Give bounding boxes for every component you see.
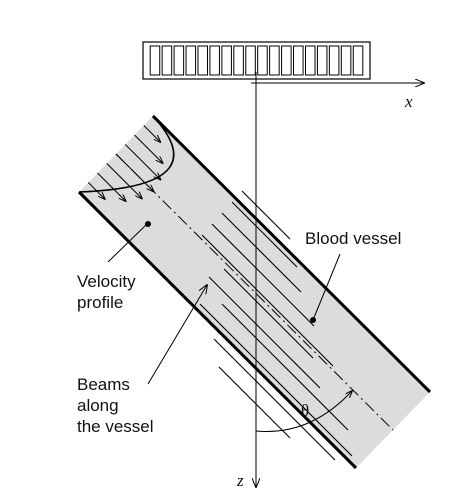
transducer-element bbox=[328, 45, 340, 76]
beam-line bbox=[218, 366, 291, 439]
transducer-element bbox=[340, 45, 352, 76]
beam-line bbox=[241, 190, 291, 240]
beams-label: Beams along the vessel bbox=[77, 375, 154, 436]
transducer-element bbox=[221, 45, 232, 76]
transducer-element bbox=[149, 45, 161, 76]
velocity-arrow bbox=[115, 153, 154, 191]
theta-arc bbox=[255, 391, 352, 432]
transducer-element bbox=[233, 45, 244, 76]
transducer-element bbox=[316, 45, 328, 76]
transducer-element bbox=[352, 45, 364, 76]
transducer-element bbox=[185, 45, 197, 76]
beam-line bbox=[213, 338, 336, 461]
velocity-arrow bbox=[134, 134, 163, 163]
beam-line bbox=[221, 212, 302, 293]
beam-line bbox=[223, 268, 314, 359]
z-axis-label: z bbox=[236, 471, 244, 490]
beam-line bbox=[199, 303, 353, 457]
transducer-element bbox=[293, 45, 304, 76]
velocity-profile-dot bbox=[145, 221, 151, 227]
velocity-arrow bbox=[143, 125, 160, 142]
transducer-element bbox=[281, 45, 292, 76]
blood-vessel-pointer bbox=[312, 253, 341, 321]
beam-line bbox=[231, 201, 298, 268]
transducer-element bbox=[257, 45, 268, 76]
transducer-element bbox=[304, 45, 316, 76]
velocity-arrow bbox=[106, 163, 142, 199]
velocity-profile-arrows bbox=[87, 125, 163, 202]
beam-line bbox=[208, 276, 321, 389]
blood-vessel-label: Blood vessel bbox=[305, 229, 401, 248]
x-axis-label: x bbox=[404, 92, 413, 111]
velocity-profile-label: Velocity profile bbox=[77, 272, 140, 312]
theta-label: θ bbox=[301, 401, 309, 420]
velocity-arrow bbox=[97, 172, 126, 201]
vessel-wall-upper bbox=[151, 114, 432, 394]
beams-pointer bbox=[147, 285, 207, 385]
transducer-element bbox=[245, 45, 256, 76]
transducer-element bbox=[209, 45, 220, 76]
beam-line bbox=[201, 234, 334, 367]
beam-line bbox=[221, 303, 349, 431]
blood-vessel-dot bbox=[310, 317, 316, 323]
velocity-arrow bbox=[124, 144, 160, 180]
vessel-lumen bbox=[79, 116, 430, 468]
vessel-centerline bbox=[115, 153, 394, 431]
beam-line bbox=[211, 223, 315, 327]
transducer-element bbox=[269, 45, 280, 76]
transducer-element bbox=[161, 45, 173, 76]
velocity-profile-pointer bbox=[107, 223, 148, 263]
transducer-element bbox=[197, 45, 209, 76]
velocity-profile-curve bbox=[78, 115, 175, 193]
transducer-element bbox=[173, 45, 185, 76]
beams-along-vessel bbox=[199, 190, 353, 461]
